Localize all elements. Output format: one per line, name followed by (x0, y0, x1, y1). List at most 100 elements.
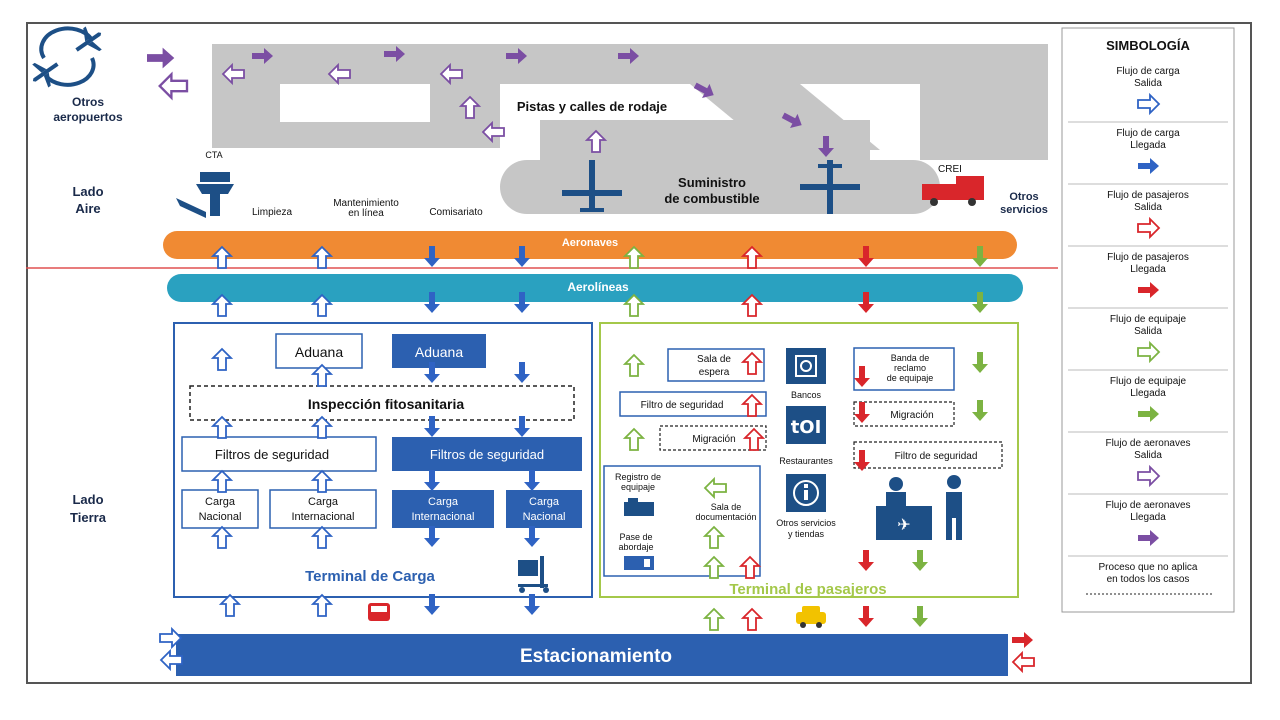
carga-nacional-blue-box (506, 490, 582, 528)
taxi-icon (796, 606, 826, 628)
sala-espera-label-2: espera (699, 367, 730, 378)
otros-tiendas-label-2: y tiendas (788, 529, 825, 539)
other-airports-label-2: aeropuertos (53, 110, 123, 124)
runway-label: Pistas y calles de rodaje (517, 99, 667, 114)
pase-abordaje-label-1: Pase de (619, 532, 652, 542)
limpieza-label: Limpieza (252, 207, 292, 218)
aircraft-arrival-arrow (158, 73, 189, 99)
cargo-terminal-box (173, 322, 593, 598)
banda-reclamo-label-1: Banda de (891, 353, 930, 363)
passenger-terminal-box (599, 322, 1019, 598)
registro-label-1: Registro de (615, 472, 661, 482)
plane-glyph: ✈ (897, 515, 910, 534)
filtro-seguridad-right-box (853, 441, 1003, 469)
carga-nacional-blue-label-1: Carga (529, 496, 560, 508)
legend-item-label: Flujo de pasajeros (1107, 252, 1189, 263)
carga-nacional-box (181, 489, 259, 529)
lado-tierra-label-2: Tierra (70, 510, 107, 525)
filtro-seguridad-right-label: Filtro de seguridad (895, 451, 978, 462)
carga-nacional-label-1: Carga (205, 496, 236, 508)
carga-internacional-blue-label-1: Carga (428, 496, 459, 508)
airplane-icon-2 (800, 160, 860, 214)
lado-tierra-label-1: Lado (72, 492, 103, 507)
otros-servicios-label-1: Otros (1009, 191, 1038, 203)
airplane-icon-1 (562, 160, 622, 212)
carga-internacional-label-2: Internacional (292, 511, 355, 523)
aerolineas-label: Aerolíneas (567, 280, 629, 294)
runway-label-bg (500, 90, 690, 120)
estacionamiento-band (176, 634, 1008, 676)
other-airports-label-1: Otros (72, 95, 104, 109)
banda-reclamo-label-2: reclamo (894, 363, 926, 373)
lado-aire-label-2: Aire (75, 201, 100, 216)
carga-nacional-blue-label-2: Nacional (523, 511, 566, 523)
legend-item-label: Flujo de carga (1116, 66, 1180, 77)
inspeccion-box (189, 385, 575, 421)
filtro-seguridad-label: Filtro de seguridad (641, 400, 724, 411)
bus-icon (368, 603, 390, 621)
filtro-seguridad-box (619, 391, 767, 417)
otros-tiendas-label-1: Otros servicios (776, 518, 836, 528)
legend-item-label: Flujo de equipaje (1110, 314, 1187, 325)
aeronaves-band (163, 231, 1017, 259)
banda-reclamo-label-3: de equipaje (887, 373, 934, 383)
legend-item-label: Llegada (1130, 388, 1166, 399)
lado-aire-label-1: Lado (72, 184, 103, 199)
carga-internacional-blue-label-2: Internacional (412, 511, 475, 523)
migracion-left-box (659, 425, 767, 451)
legend-item-label: en todos los casos (1107, 574, 1190, 585)
carga-nacional-label-2: Nacional (199, 511, 242, 523)
legend-item-label: Llegada (1130, 264, 1166, 275)
carga-internacional-label-1: Carga (308, 496, 339, 508)
otros-servicios-label-2: servicios (1000, 204, 1048, 216)
other-airports-icon (32, 26, 102, 88)
legend-item-label: Flujo de equipaje (1110, 376, 1187, 387)
filtros-white-label: Filtros de seguridad (215, 447, 329, 462)
crei-label: CREI (938, 164, 962, 175)
cargo-terminal-title: Terminal de Carga (305, 568, 435, 585)
restaurant-icon: tOI (786, 406, 826, 444)
pase-abordaje-label-2: abordaje (618, 542, 653, 552)
restaurantes-label: Restaurantes (779, 456, 833, 466)
cta-label: CTA (205, 150, 222, 160)
registro-label-2: equipaje (621, 482, 655, 492)
sala-documentacion-label-2: documentación (695, 512, 756, 522)
control-tower-icon (176, 172, 234, 218)
info-icon (786, 474, 826, 512)
bank-icon (786, 348, 826, 384)
legend-title: SIMBOLOGÍA (1106, 38, 1190, 53)
mantenimiento-label-1: Mantenimiento (333, 198, 399, 209)
legend-item-label: Flujo de carga (1116, 128, 1180, 139)
aduana-blue-label: Aduana (415, 344, 463, 360)
sala-documentacion-label-1: Sala de (711, 502, 742, 512)
carga-internacional-box (269, 489, 377, 529)
legend-box (1061, 27, 1235, 613)
fuel-label-2: de combustible (664, 191, 759, 206)
fuel-label-1: Suministro (678, 175, 746, 190)
migracion-left-label: Migración (692, 434, 735, 445)
legend-item-label: Flujo de aeronaves (1105, 438, 1190, 449)
legend-item-label: Flujo de aeronaves (1105, 500, 1190, 511)
sala-espera-label-1: Sala de (697, 354, 731, 365)
migracion-right-label: Migración (890, 410, 933, 421)
passenger-terminal-title: Terminal de pasajeros (729, 581, 886, 598)
legend-item-label: Proceso que no aplica (1099, 562, 1198, 573)
comisariato-label: Comisariato (429, 207, 483, 218)
banda-reclamo-box (853, 347, 955, 391)
aduana-blue-box (392, 334, 486, 368)
boarding-pass-icon (624, 556, 654, 570)
inspeccion-label: Inspección fitosanitaria (308, 396, 465, 412)
legend-item-label: Salida (1134, 326, 1162, 337)
filtros-white-box (181, 436, 377, 472)
svg-text:tOI: tOI (791, 417, 822, 438)
filtros-blue-label: Filtros de seguridad (430, 447, 544, 462)
legend-item-label: Salida (1134, 202, 1162, 213)
aduana-white-label: Aduana (295, 344, 343, 360)
legend-item-label: Salida (1134, 450, 1162, 461)
fire-truck-icon (922, 176, 984, 206)
check-in-desk-icon (876, 475, 962, 540)
carga-internacional-blue-box (392, 490, 494, 528)
legend-item-label: Salida (1134, 78, 1162, 89)
baggage-scale-icon (624, 498, 654, 516)
